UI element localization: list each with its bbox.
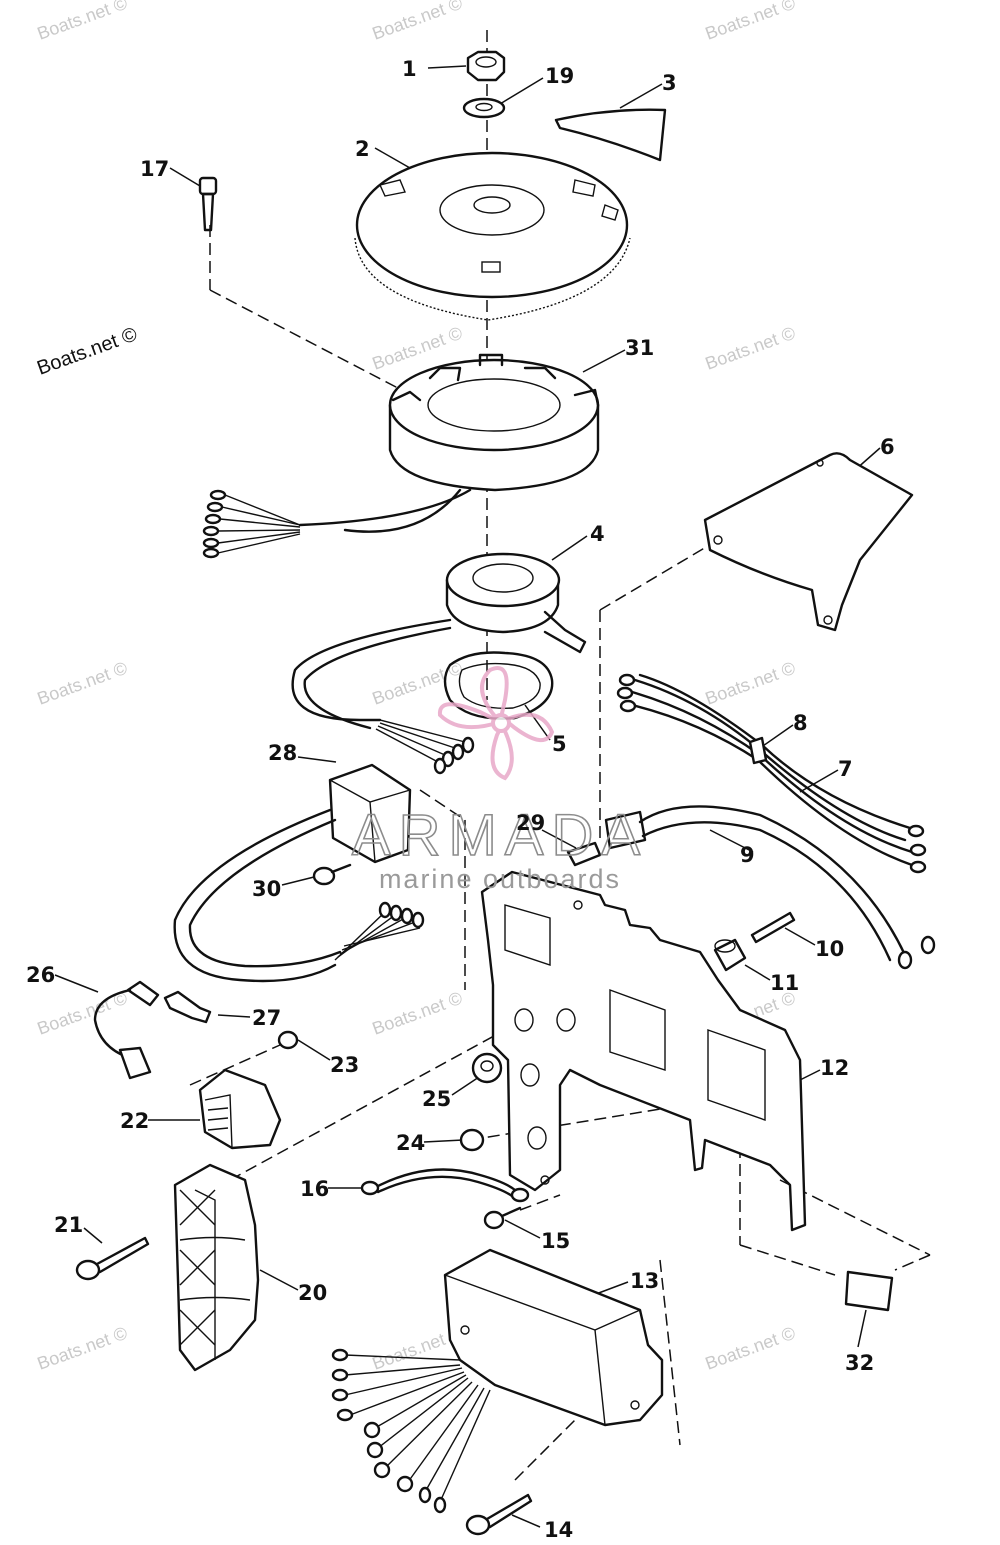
watermark-site: Boats.net © (703, 323, 798, 374)
trigger-wire-leads (375, 719, 475, 775)
callout-21: 21 (54, 1213, 83, 1237)
part-bushing (471, 1052, 503, 1084)
switch-box-wire-leads (331, 1348, 491, 1514)
callout-8: 8 (793, 711, 808, 735)
callout-6: 6 (880, 435, 895, 459)
part-nut (459, 1128, 485, 1152)
part-screw (198, 176, 218, 232)
watermark-site: Boats.net © (703, 0, 798, 44)
part-mounting-plate (480, 870, 807, 1232)
part-nut (466, 50, 506, 82)
callout-11: 11 (770, 971, 799, 995)
part-coil-bracket (173, 1163, 260, 1372)
brand-tagline: marine outboards (379, 864, 621, 894)
callout-14: 14 (544, 1518, 573, 1542)
callout-12: 12 (820, 1056, 849, 1080)
callout-22: 22 (120, 1109, 149, 1133)
part-gasket (443, 651, 554, 720)
callout-3: 3 (662, 71, 677, 95)
part-screw (483, 1206, 522, 1230)
callout-23: 23 (330, 1053, 359, 1077)
watermark-site: Boats.net © (370, 988, 465, 1039)
callout-27: 27 (252, 1006, 281, 1030)
part-bolt (465, 1493, 533, 1536)
part-stud (750, 911, 796, 944)
callout-1: 1 (402, 57, 417, 81)
stator-wire-leads (202, 489, 301, 559)
callout-28: 28 (268, 741, 297, 765)
watermark-site: Boats.net © (35, 0, 130, 44)
watermark-site: Boats.net © (703, 1323, 798, 1374)
part-flywheel (354, 151, 631, 321)
callout-5: 5 (552, 732, 567, 756)
callout-24: 24 (396, 1131, 425, 1155)
watermark-site: Boats.net © (35, 1323, 130, 1374)
part-clip (566, 841, 602, 867)
part-grommet (713, 938, 747, 972)
callout-2: 2 (355, 137, 370, 161)
part-connector-cable (604, 805, 936, 970)
part-ground-strap (360, 1168, 530, 1203)
watermark-site: Boats.net © (35, 658, 130, 709)
part-switch-box (443, 1248, 664, 1427)
part-nut (277, 1030, 299, 1050)
callout-19: 19 (545, 64, 574, 88)
part-harness (616, 673, 927, 874)
watermark-site: Boats.net © (370, 0, 465, 44)
part-bolt (75, 1236, 150, 1281)
part-trigger (291, 552, 587, 730)
callout-10: 10 (815, 937, 844, 961)
callout-25: 25 (422, 1087, 451, 1111)
callout-26: 26 (26, 963, 55, 987)
callout-13: 13 (630, 1269, 659, 1293)
callout-4: 4 (590, 522, 605, 546)
part-stator (298, 353, 600, 533)
callout-7: 7 (838, 757, 853, 781)
callout-30: 30 (252, 877, 281, 901)
part-spark-plug-lead (93, 980, 160, 1080)
callout-16: 16 (300, 1177, 329, 1201)
callout-32: 32 (845, 1351, 874, 1375)
watermark-site-dark: Boats.net © (34, 323, 140, 380)
part-screw (312, 863, 352, 886)
brand-watermark: ARMADA marine outboards (351, 666, 648, 894)
part-washer (462, 97, 506, 119)
propeller-logo-icon (437, 666, 555, 781)
brand-name: ARMADA (352, 803, 648, 868)
part-ignition-coil (198, 1068, 282, 1150)
part-spark-plug (163, 990, 212, 1024)
part-decal (554, 108, 667, 162)
callout-20: 20 (298, 1281, 327, 1305)
part-cable-tie (748, 736, 768, 765)
callout-31: 31 (625, 336, 654, 360)
leader-lines (54, 65, 881, 1528)
callout-numbers: 1 19 3 2 17 31 6 4 5 8 7 9 28 29 30 10 1… (26, 57, 895, 1542)
part-bracket (703, 452, 914, 632)
part-regulator (173, 763, 425, 983)
part-label (844, 1270, 894, 1312)
callout-17: 17 (140, 157, 169, 181)
callout-15: 15 (541, 1229, 570, 1253)
callout-29: 29 (516, 811, 545, 835)
watermark-site: Boats.net © (703, 658, 798, 709)
callout-9: 9 (740, 843, 755, 867)
